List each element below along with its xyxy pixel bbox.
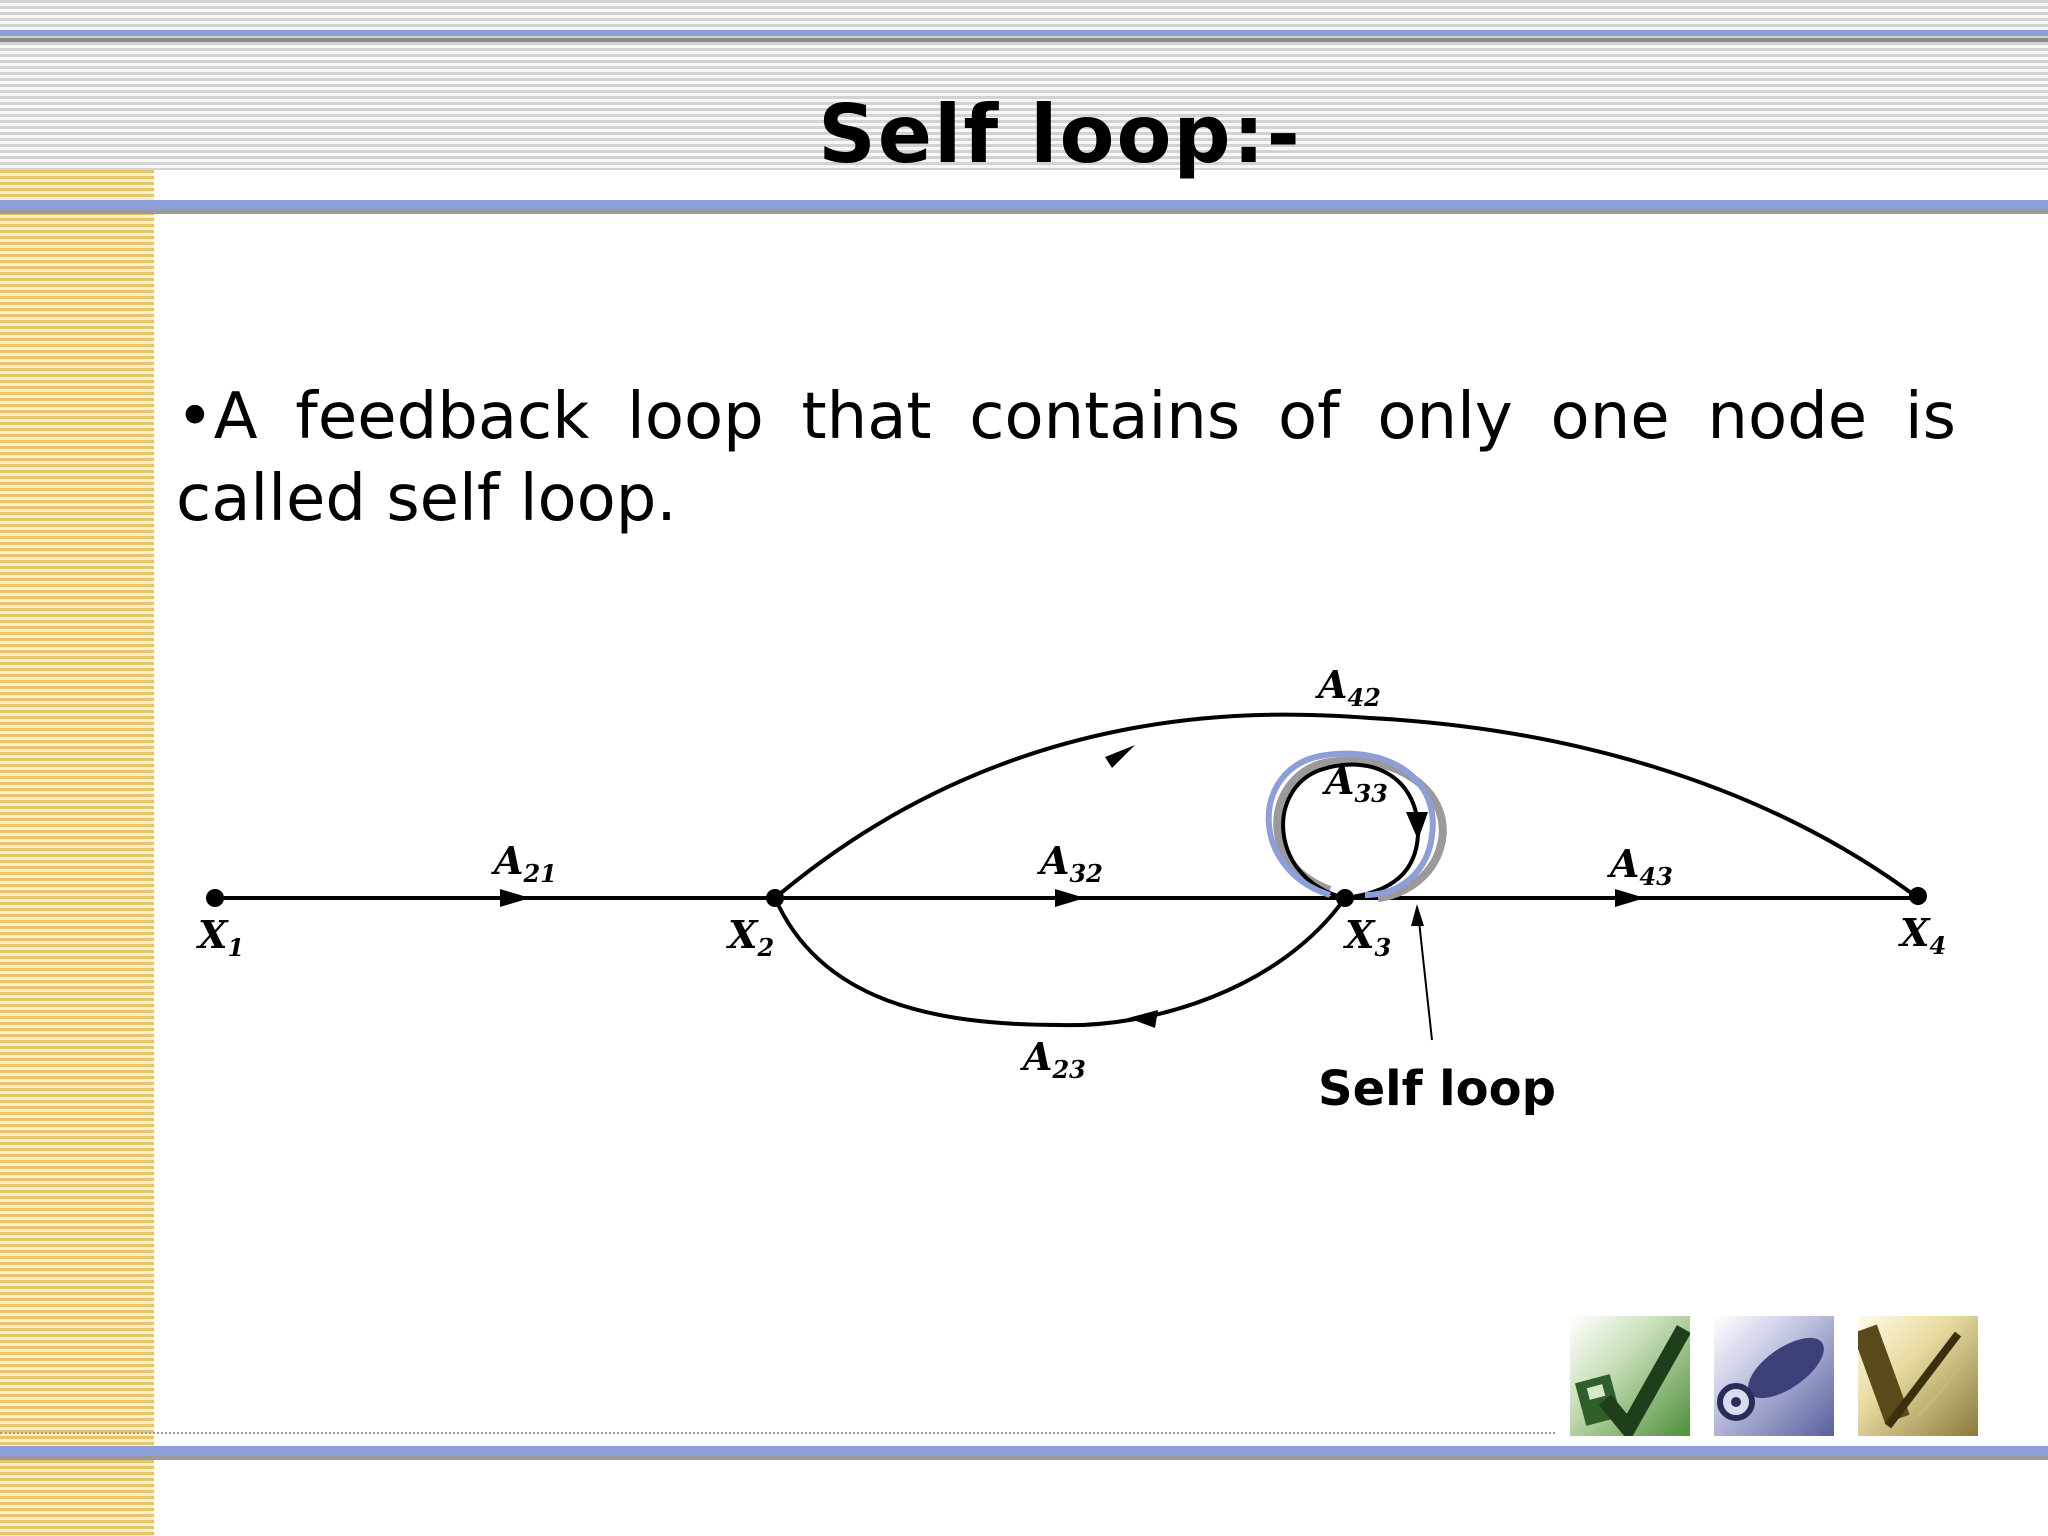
- node-x1-label: X1: [196, 912, 244, 962]
- node-x3: [1336, 889, 1354, 907]
- top-rule-shadow: [0, 38, 2048, 42]
- left-sidebar-band: [0, 170, 154, 1536]
- disc-icon: [1714, 1316, 1834, 1436]
- self-loop-shadow: [1273, 756, 1447, 902]
- node-x1: [206, 889, 224, 907]
- footer-dotted-rule: [0, 1432, 1555, 1434]
- node-x4: [1909, 887, 1927, 905]
- bullet-text: •A feedback loop that contains of only o…: [176, 380, 1956, 536]
- header-rule-shadow: [0, 210, 2048, 214]
- top-rule: [0, 30, 2048, 36]
- branch-a42-label: A42: [1315, 662, 1381, 712]
- arrowhead-a42: [1105, 745, 1135, 768]
- header-rule: [0, 200, 2048, 210]
- arrowhead-a43: [1615, 889, 1645, 907]
- branch-a43-label: A43: [1607, 841, 1673, 891]
- green-check-icon: [1570, 1316, 1690, 1436]
- arrowhead-a23: [1128, 1010, 1158, 1028]
- self-loop-highlight: [1265, 750, 1436, 898]
- branch-a23-arc: [773, 896, 1347, 1028]
- branch-a33-label: A33: [1322, 758, 1388, 808]
- footer-rule-shadow: [0, 1456, 2048, 1460]
- arrowhead-a21: [500, 889, 530, 907]
- arrowhead-a33: [1406, 812, 1428, 840]
- node-x2-label: X2: [726, 912, 774, 962]
- node-x2: [766, 889, 784, 907]
- branch-a21-label: A21: [491, 838, 557, 888]
- header-band: [0, 0, 2048, 170]
- branch-a32-label: A32: [1037, 838, 1103, 888]
- slide-title: Self loop:-: [818, 88, 1302, 181]
- node-x4-label: X4: [1898, 910, 1946, 960]
- node-x3-label: X3: [1343, 912, 1391, 962]
- callout-pointer: [1417, 911, 1433, 1041]
- arrowhead-a32: [1055, 889, 1085, 907]
- pen-icon: [1858, 1316, 1978, 1436]
- self-loop-callout: Self loop: [1318, 1061, 1556, 1117]
- branch-a23-label: A23: [1020, 1034, 1086, 1084]
- branch-a42-arc: [773, 712, 1920, 900]
- callout-arrowhead: [1411, 904, 1424, 926]
- self-loop-path: [1281, 762, 1421, 900]
- footer-rule: [0, 1446, 2048, 1456]
